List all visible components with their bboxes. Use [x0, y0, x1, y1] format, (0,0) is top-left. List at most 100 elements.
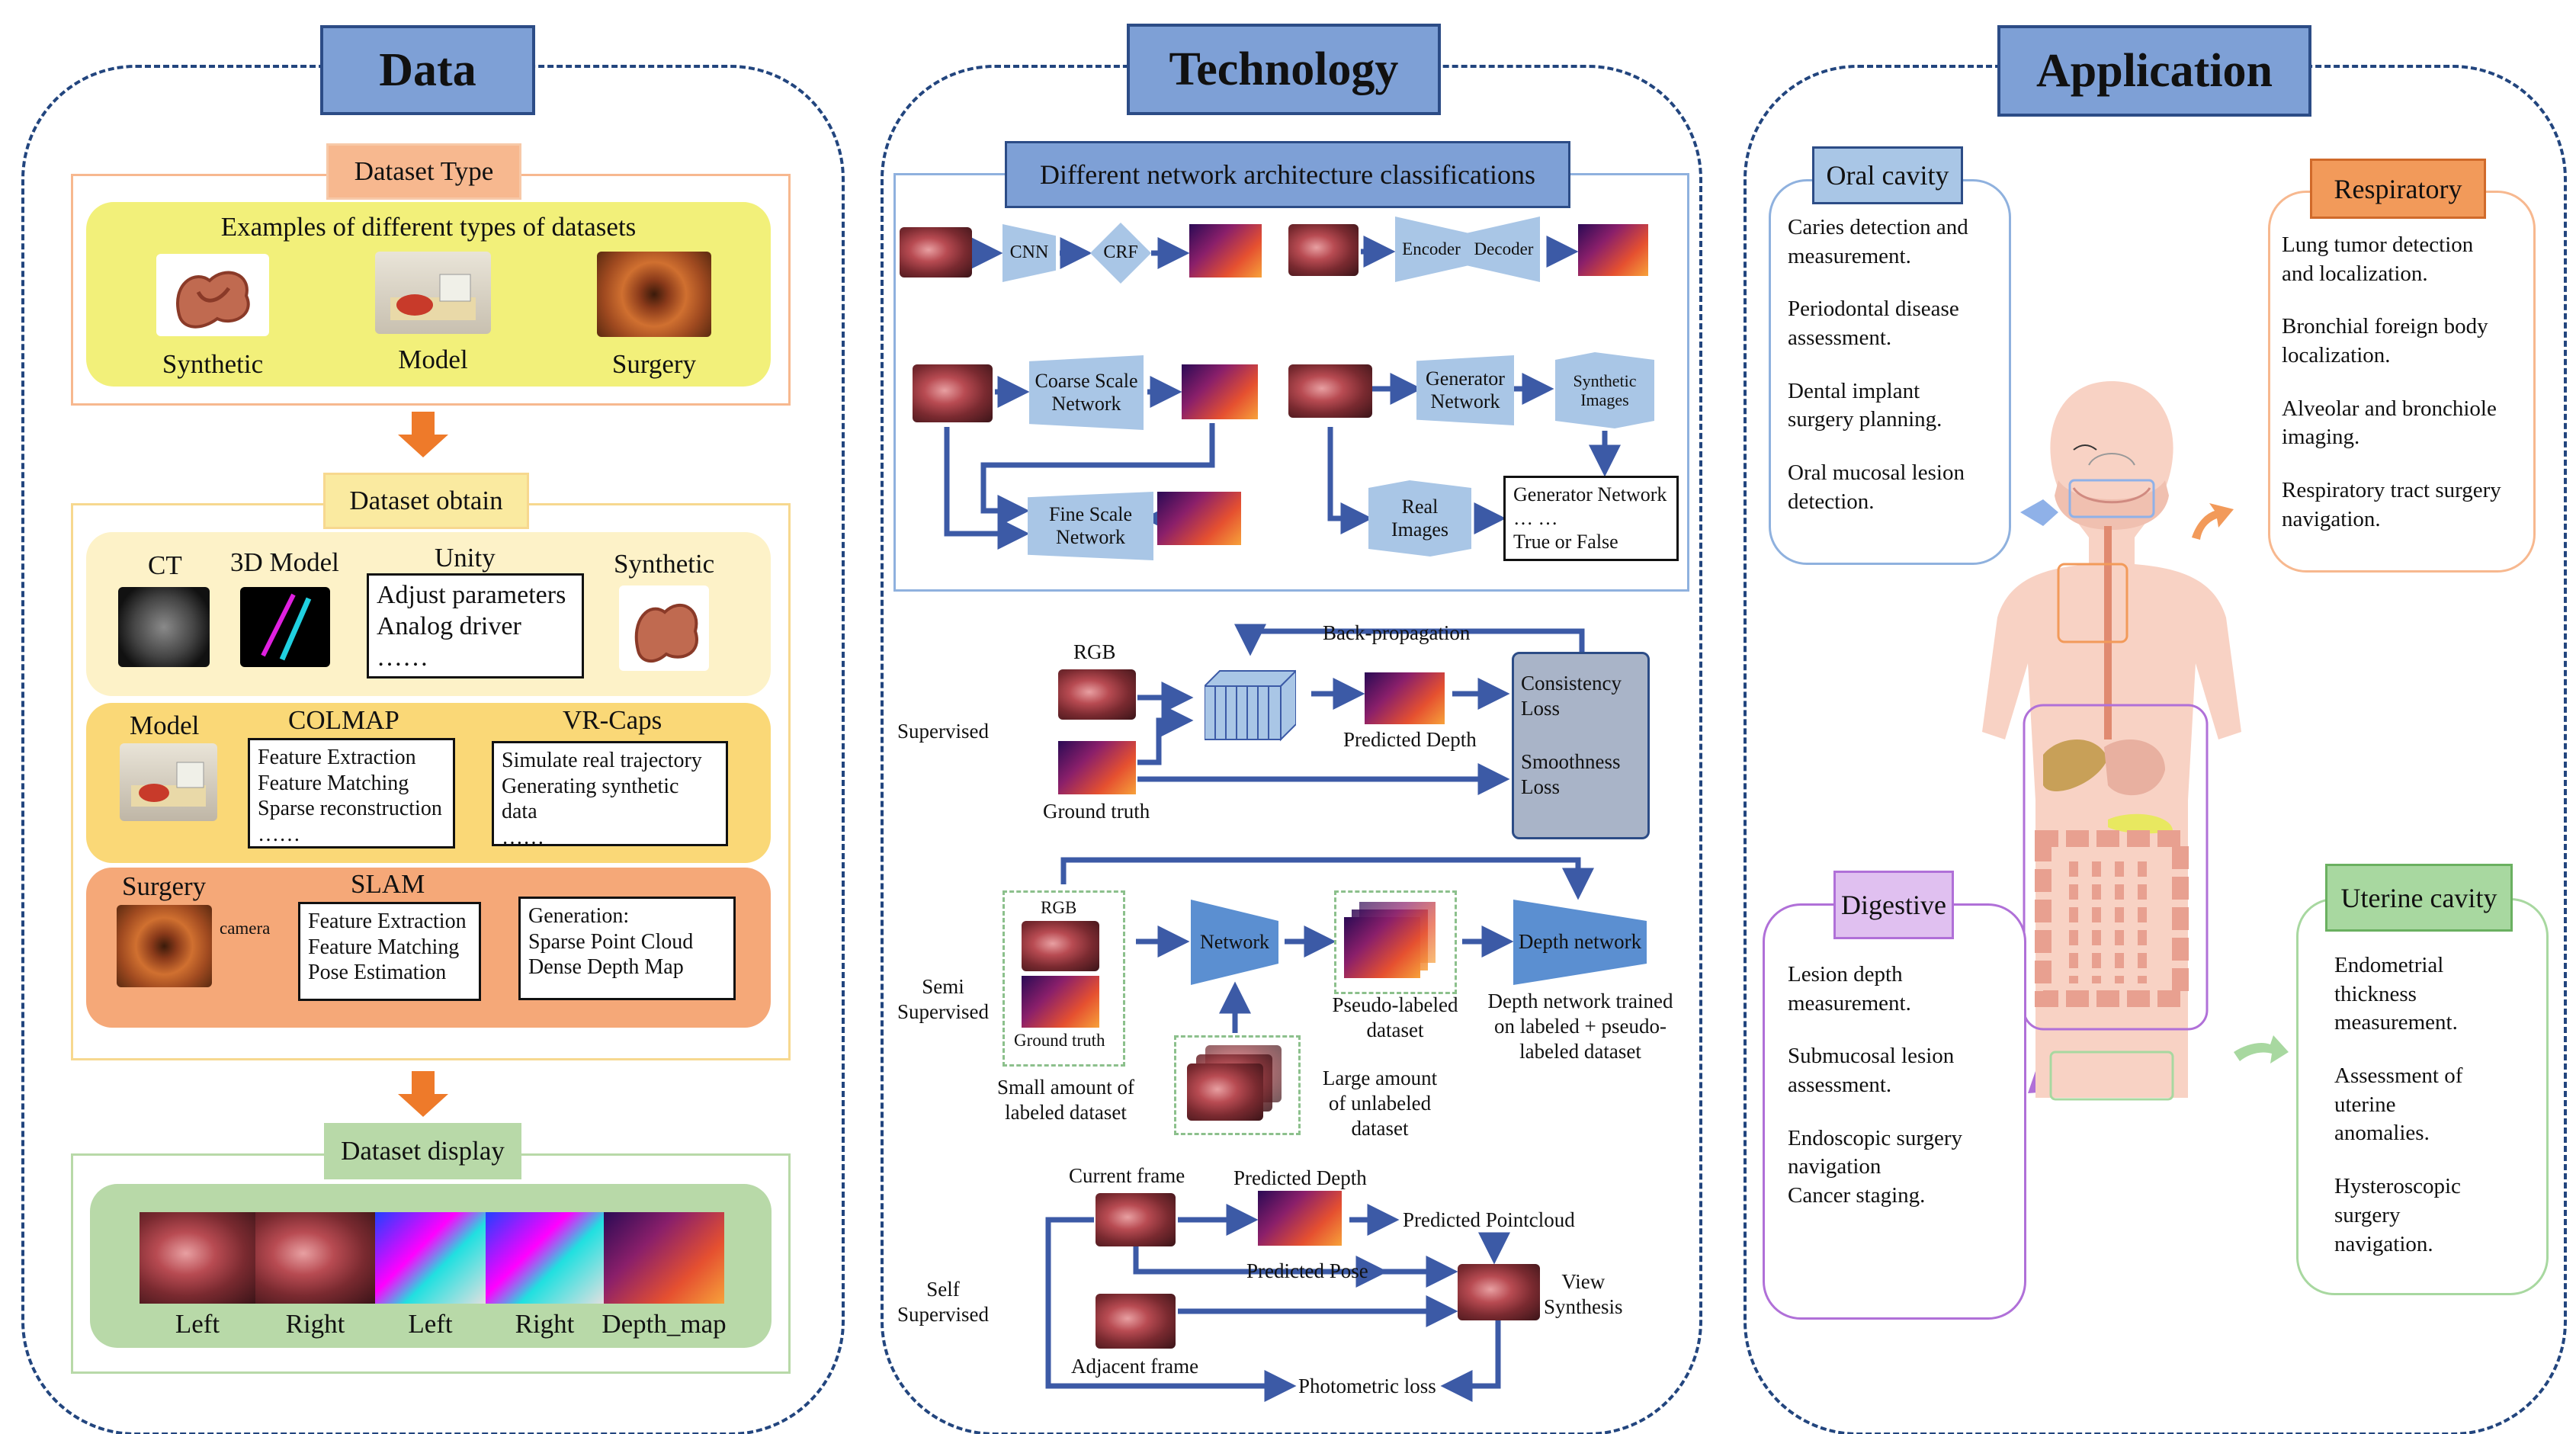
oral-item-4: Oral mucosal lesion detection. [1788, 460, 1965, 514]
slam-box: Feature Extraction Feature Matching Pose… [298, 902, 481, 1001]
resp-header: Respiratory [2310, 159, 2486, 219]
oral-arrow [2020, 499, 2058, 526]
uterine-arrow [2234, 1035, 2289, 1063]
digest-box [1763, 903, 2026, 1320]
small-labeled-label: Small amount of labeled dataset [997, 1076, 1134, 1124]
oral-item-2: Periodontal disease assessment. [1788, 297, 1959, 351]
uterine-item-2: Assessment of uterine anomalies. [2334, 1063, 2463, 1146]
supervised-label: Supervised [897, 720, 989, 743]
ct-label: CT [148, 550, 182, 580]
application-title: Application [1997, 25, 2311, 117]
model-image [375, 252, 491, 334]
oral-list: Caries detection and measurement. Period… [1788, 213, 1968, 541]
synthetic-images-block: Synthetic Images [1555, 352, 1654, 428]
oral-header: Oral cavity [1812, 146, 1963, 204]
arch-header: Different network architecture classific… [1005, 141, 1570, 208]
examples-title: Examples of different types of datasets [220, 212, 637, 242]
current-frame-image [1096, 1193, 1176, 1246]
digest-item-1: Lesion depth measurement. [1788, 962, 1911, 1015]
arch-gan-input [1288, 364, 1372, 418]
current-frame-label: Current frame [1069, 1164, 1185, 1187]
arch-ed-output [1578, 224, 1648, 276]
model2-image [120, 743, 217, 821]
predicted-pose-label: Predicted Pose [1246, 1259, 1368, 1282]
sup-gt-image [1058, 741, 1136, 794]
view-synthesis-label: View Synthesis [1544, 1270, 1623, 1318]
display-label-right2: Right [515, 1309, 575, 1339]
unity-label: Unity [435, 543, 496, 573]
cnn-stack-icon [1202, 663, 1298, 743]
digest-item-3: Endoscopic surgery navigation Cancer sta… [1788, 1125, 1962, 1208]
arch-coarse-input [913, 364, 993, 422]
self-label: Self Supervised [897, 1278, 989, 1326]
predicted-pointcloud-label: Predicted Pointcloud [1403, 1208, 1575, 1231]
synthetic2-image [619, 585, 709, 671]
arch-coarse-output [1182, 364, 1258, 419]
photometric-label: Photometric loss [1298, 1375, 1436, 1397]
arch-cnn-output [1189, 224, 1262, 277]
rgb-label: RGB [1073, 640, 1116, 663]
resp-list: Lung tumor detection and localization. B… [2282, 231, 2501, 559]
depth-trained-label: Depth network trained on labeled + pseud… [1487, 990, 1673, 1063]
pseudo-label: Pseudo-labeled dataset [1332, 993, 1458, 1041]
smoothness-loss-label: Smoothness Loss [1521, 750, 1621, 798]
display-left-rgb [140, 1212, 255, 1304]
technology-title: Technology [1127, 24, 1441, 115]
resp-item-3: Alveolar and bronchiole imaging. [2282, 396, 2497, 450]
resp-item-2: Bronchial foreign body localization. [2282, 314, 2488, 368]
coarse-block: Coarse Scale Network [1029, 355, 1144, 430]
generator-block: Generator Network [1416, 355, 1514, 425]
display-left-seg [375, 1212, 486, 1304]
view-synthesis-image [1458, 1264, 1540, 1320]
display-label-depth: Depth_map [601, 1309, 727, 1339]
oral-item-3: Dental implant surgery planning. [1788, 378, 1942, 432]
generation-box: Generation: Sparse Point Cloud Dense Dep… [518, 897, 736, 1000]
adjacent-frame-label: Adjacent frame [1071, 1355, 1199, 1378]
semi-rgb-image [1022, 921, 1099, 971]
resp-arrow [2192, 503, 2234, 540]
display-label-left2: Left [408, 1309, 453, 1339]
digest-list: Lesion depth measurement. Submucosal les… [1788, 961, 1962, 1235]
arch-fine-output [1157, 492, 1241, 545]
surgery-image [597, 252, 711, 337]
uterine-item-1: Endometrial thickness measurement. [2334, 953, 2458, 1035]
self-pred-depth [1258, 1191, 1342, 1246]
uterine-header: Uterine cavity [2325, 864, 2513, 932]
arch-cnn-input [900, 227, 972, 277]
unlabeled-dataset-box [1174, 1035, 1301, 1135]
resp-item-4: Respiratory tract surgery navigation. [2282, 478, 2501, 531]
adjacent-frame-image [1096, 1294, 1176, 1349]
oral-item-1: Caries detection and measurement. [1788, 215, 1968, 268]
dataset-display-header: Dataset display [324, 1123, 521, 1179]
surgery2-label: Surgery [122, 871, 207, 901]
slam-label: SLAM [351, 869, 425, 899]
consistency-loss-label: Consistency Loss [1521, 672, 1622, 720]
model3d-image [240, 587, 330, 667]
loss-box [1512, 652, 1650, 839]
data-title: Data [320, 25, 535, 115]
vrcaps-box: Simulate real trajectory Generating synt… [492, 741, 728, 849]
vrcaps-label: VR-Caps [563, 705, 662, 735]
display-depth-map [604, 1212, 724, 1304]
human-body-illustration [1982, 381, 2241, 1101]
real-images-block: Real Images [1368, 480, 1471, 557]
pseudo-dataset-box [1334, 890, 1457, 994]
dataset-type-header: Dataset Type [326, 143, 521, 200]
resp-item-1: Lung tumor detection and localization. [2282, 233, 2474, 286]
sup-rgb-image [1058, 669, 1136, 720]
display-label-right: Right [285, 1309, 345, 1339]
camera-label: camera [220, 919, 271, 938]
uterine-box [2296, 898, 2549, 1295]
colmap-box: Feature Extraction Feature Matching Spar… [248, 738, 455, 849]
gan-discriminator-box: Generator Network … … True or False [1503, 476, 1679, 561]
surgery-label: Surgery [611, 349, 697, 379]
predicted-depth-label: Predicted Depth [1343, 728, 1477, 751]
dataset-obtain-header: Dataset obtain [323, 473, 529, 529]
display-right-rgb [255, 1212, 375, 1304]
down-arrow-1 [398, 412, 448, 457]
synthetic-label: Synthetic [162, 349, 264, 379]
resp-box [2268, 191, 2536, 573]
down-arrow-2 [398, 1071, 448, 1117]
